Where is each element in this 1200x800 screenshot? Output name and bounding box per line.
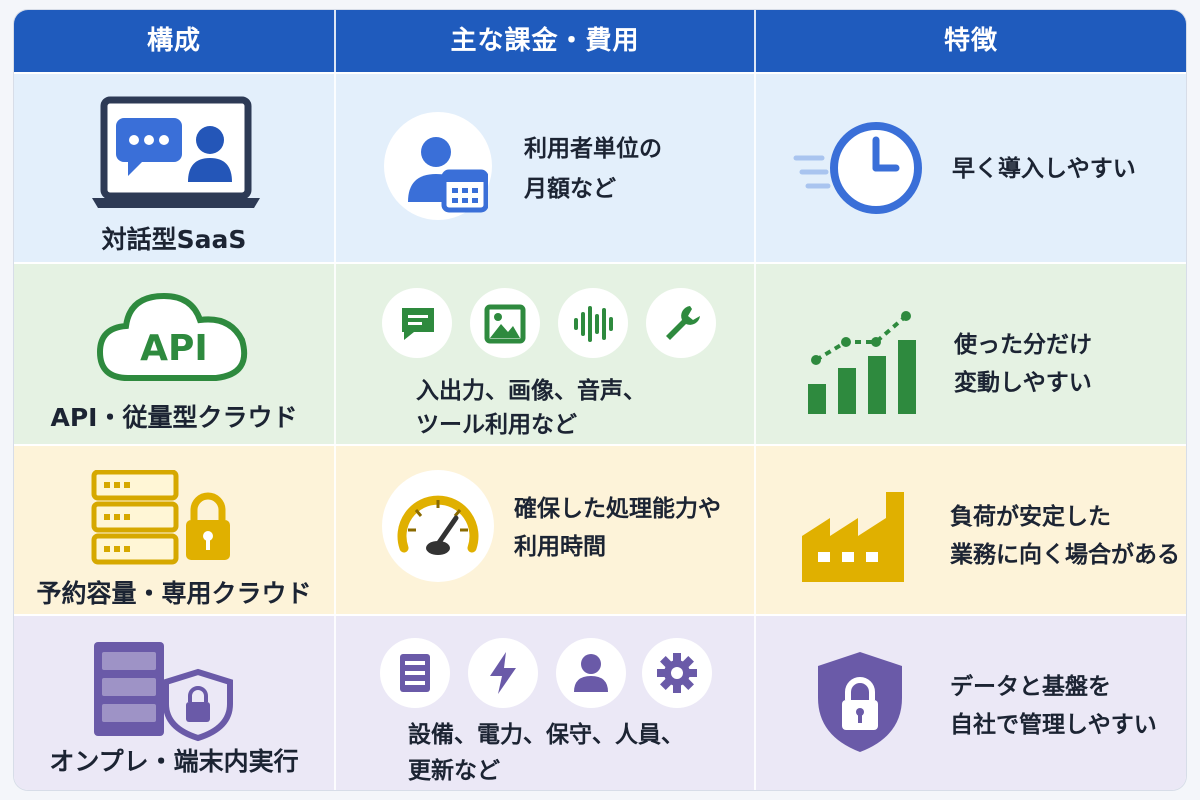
feature-cell: 使った分だけ 変動しやすい — [756, 264, 1186, 444]
audio-wave-icon — [574, 306, 613, 342]
column-divider — [754, 10, 756, 790]
table-row-onprem: オンプレ・端末内実行 — [14, 616, 1186, 790]
structure-label: 予約容量・専用クラウド — [36, 579, 312, 608]
laptop-chat-icon — [92, 96, 260, 208]
comparison-table: 構成 主な課金・費用 特徴 対話型SaaS — [14, 10, 1186, 790]
cost-line-1: 利用者単位の — [524, 136, 662, 162]
cost-line-1: 確保した処理能力や — [514, 496, 721, 522]
cost-line-2: 利用時間 — [514, 534, 606, 560]
table-header: 構成 主な課金・費用 特徴 — [14, 10, 1186, 72]
header-structure: 構成 — [146, 26, 201, 56]
cost-cell: 設備、電力、保守、人員、 更新など — [336, 616, 754, 790]
cost-line-2: 更新など — [408, 758, 500, 784]
server-small-icon — [400, 654, 430, 692]
structure-cell: API API・従量型クラウド — [14, 264, 334, 444]
feature-cell: 早く導入しやすい — [756, 74, 1186, 262]
feature-line-2: 変動しやすい — [954, 370, 1092, 396]
table-row-api: API API・従量型クラウド — [14, 264, 1186, 444]
api-cloud-text: API — [140, 328, 208, 369]
feature-cell: 負荷が安定した 業務に向く場合がある — [756, 446, 1186, 614]
factory-icon — [802, 492, 904, 582]
user-calendar-icon — [408, 137, 488, 213]
shield-lock-icon — [818, 652, 902, 752]
table-row-reserved: 予約容量・専用クラウド 確保した処理能力や 利用時間 — [14, 446, 1186, 614]
cost-line-2: 月額など — [524, 176, 616, 202]
chat-message-icon — [402, 308, 434, 340]
cost-line-1: 入出力、画像、音声、 — [416, 378, 646, 404]
header-cost: 主な課金・費用 — [450, 26, 640, 56]
structure-cell: 対話型SaaS — [14, 74, 334, 262]
structure-label: API・従量型クラウド — [50, 403, 298, 432]
structure-cell: オンプレ・端末内実行 — [14, 616, 334, 790]
cost-cell: 利用者単位の 月額など — [336, 74, 754, 262]
speedometer-icon — [397, 495, 479, 555]
structure-cell: 予約容量・専用クラウド — [14, 446, 334, 614]
feature-line-1: 早く導入しやすい — [952, 156, 1136, 182]
person-icon — [574, 654, 608, 692]
server-shield-icon — [94, 642, 233, 742]
column-divider — [334, 10, 336, 790]
feature-line-1: 負荷が安定した — [950, 504, 1111, 530]
table-row-saas: 対話型SaaS 利用者単位の 月額など — [14, 74, 1186, 262]
feature-cell: データと基盤を 自社で管理しやすい — [756, 616, 1186, 790]
cost-line-2: ツール利用など — [416, 412, 577, 438]
growth-bars-icon — [808, 311, 916, 414]
lightning-icon — [490, 652, 516, 694]
api-cloud-icon: API — [96, 292, 248, 381]
fast-clock-icon — [793, 122, 922, 214]
icon-circle — [558, 288, 628, 358]
feature-line-2: 自社で管理しやすい — [950, 712, 1157, 738]
image-icon — [484, 304, 526, 344]
cost-cell: 入出力、画像、音声、 ツール利用など — [336, 264, 754, 444]
feature-line-1: 使った分だけ — [954, 332, 1092, 358]
gear-icon — [657, 653, 697, 693]
structure-label: 対話型SaaS — [101, 225, 247, 254]
wrench-icon — [666, 306, 700, 340]
feature-line-2: 業務に向く場合がある — [950, 542, 1180, 568]
cost-cell: 確保した処理能力や 利用時間 — [336, 446, 754, 614]
header-feature: 特徴 — [943, 26, 998, 56]
server-lock-icon — [91, 470, 230, 565]
feature-line-1: データと基盤を — [950, 674, 1111, 700]
structure-label: オンプレ・端末内実行 — [49, 747, 299, 776]
cost-line-1: 設備、電力、保守、人員、 — [408, 722, 684, 748]
